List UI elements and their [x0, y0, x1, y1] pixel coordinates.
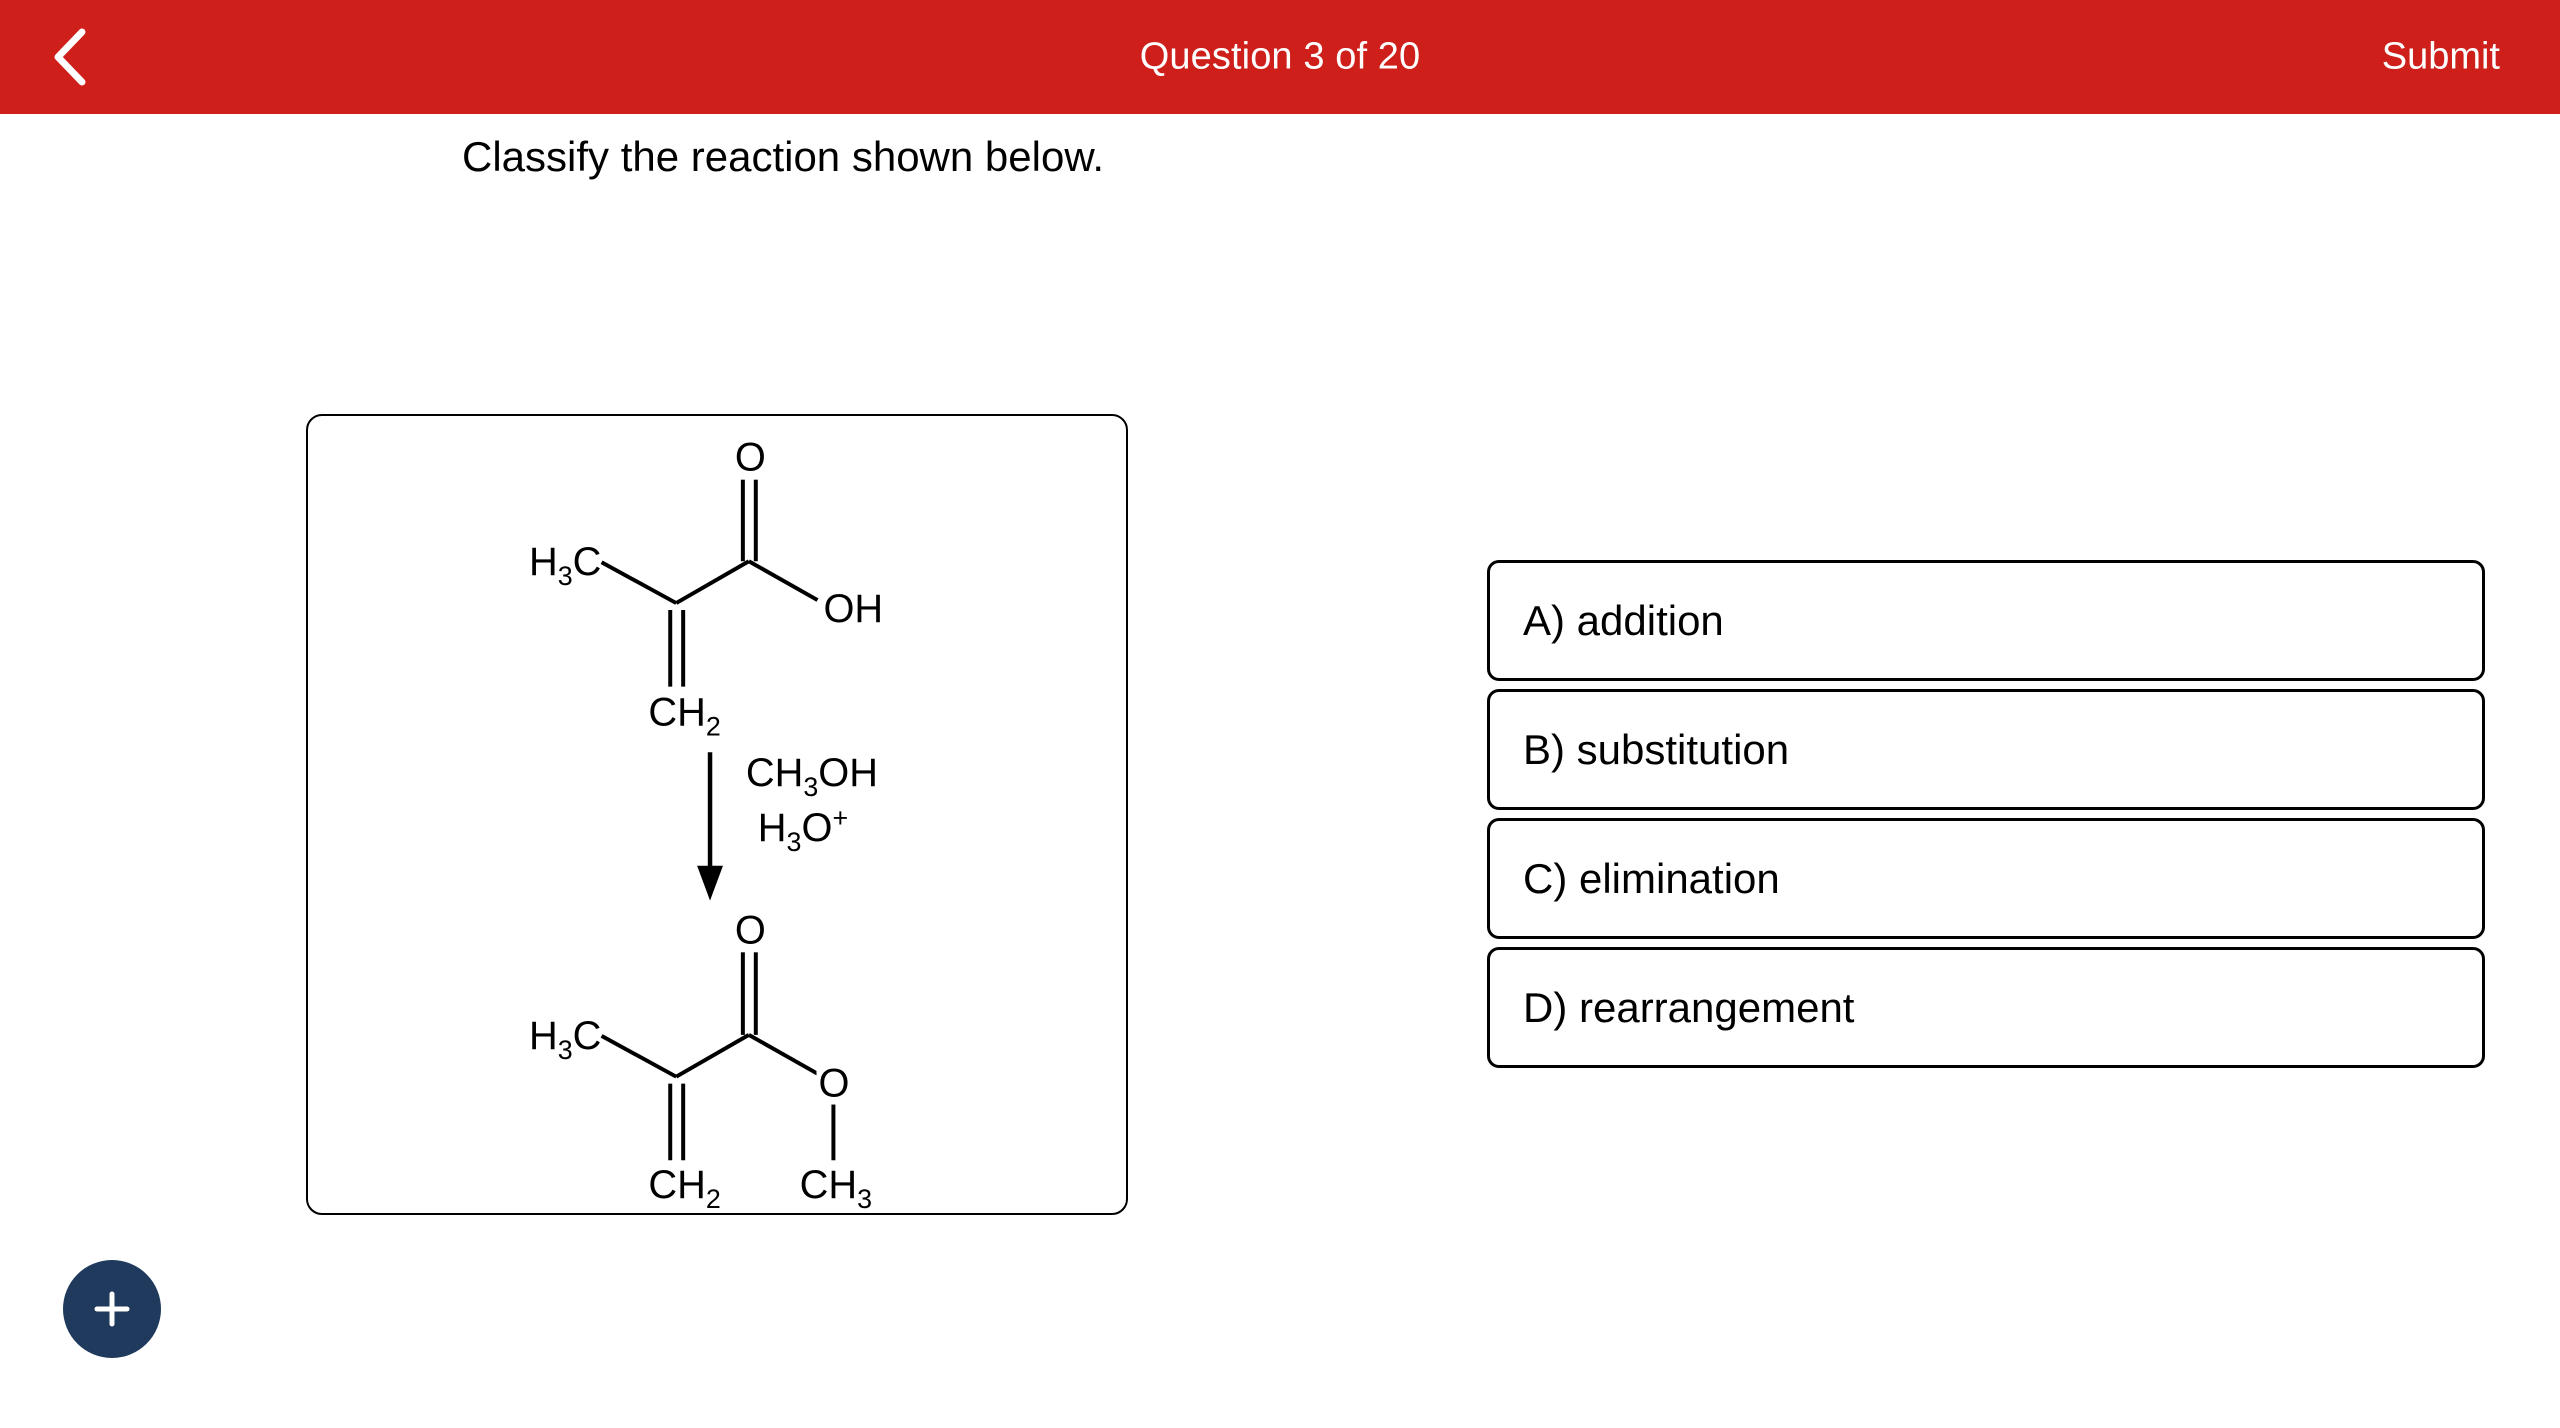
option-d[interactable]: D) rearrangement — [1487, 947, 2485, 1068]
top-app-bar: Question 3 of 20 Submit — [0, 0, 2560, 114]
product-carbonyl-oxygen-label: O — [735, 908, 766, 952]
option-a[interactable]: A) addition — [1487, 560, 2485, 681]
reactant-carbonyl-oxygen-label: O — [735, 436, 766, 480]
back-button[interactable] — [34, 20, 108, 94]
reactant-structure: H3C O OH CH2 — [529, 436, 883, 742]
product-ester-oxygen-label: O — [818, 1062, 849, 1106]
reagent-line-2: H3O+ — [758, 803, 848, 857]
option-d-label: D) rearrangement — [1523, 983, 1855, 1031]
reactant-methylene-label: CH2 — [648, 690, 720, 741]
reaction-scheme: H3C O OH CH2 CH3OH H3O+ — [529, 436, 896, 1213]
chevron-left-icon — [49, 26, 93, 88]
submit-button[interactable]: Submit — [2378, 30, 2504, 85]
product-methylene-label: CH2 — [648, 1163, 720, 1213]
reactant-hydroxyl-label: OH — [823, 587, 883, 631]
product-methyl-label: H3C — [529, 1014, 601, 1065]
page-title: Question 3 of 20 — [1139, 35, 1421, 78]
option-c[interactable]: C) elimination — [1487, 818, 2485, 939]
reagent-line-1: CH3OH — [746, 751, 878, 802]
product-structure: H3C O O CH2 CH3 — [529, 908, 896, 1213]
add-button[interactable] — [63, 1260, 161, 1358]
reaction-diagram-card[interactable]: H3C O OH CH2 CH3OH H3O+ — [306, 414, 1128, 1215]
option-c-label: C) elimination — [1523, 854, 1780, 902]
reactant-methyl-label: H3C — [529, 540, 601, 591]
answer-options-list: A) addition B) substitution C) eliminati… — [1487, 560, 2485, 1068]
plus-icon — [90, 1287, 134, 1331]
question-prompt: Classify the reaction shown below. — [462, 133, 1104, 180]
reaction-arrow-group: CH3OH H3O+ — [697, 751, 878, 901]
option-a-label: A) addition — [1523, 596, 1724, 644]
option-b[interactable]: B) substitution — [1487, 689, 2485, 810]
product-ester-methyl-label: CH3 — [800, 1163, 872, 1213]
option-b-label: B) substitution — [1523, 725, 1790, 773]
